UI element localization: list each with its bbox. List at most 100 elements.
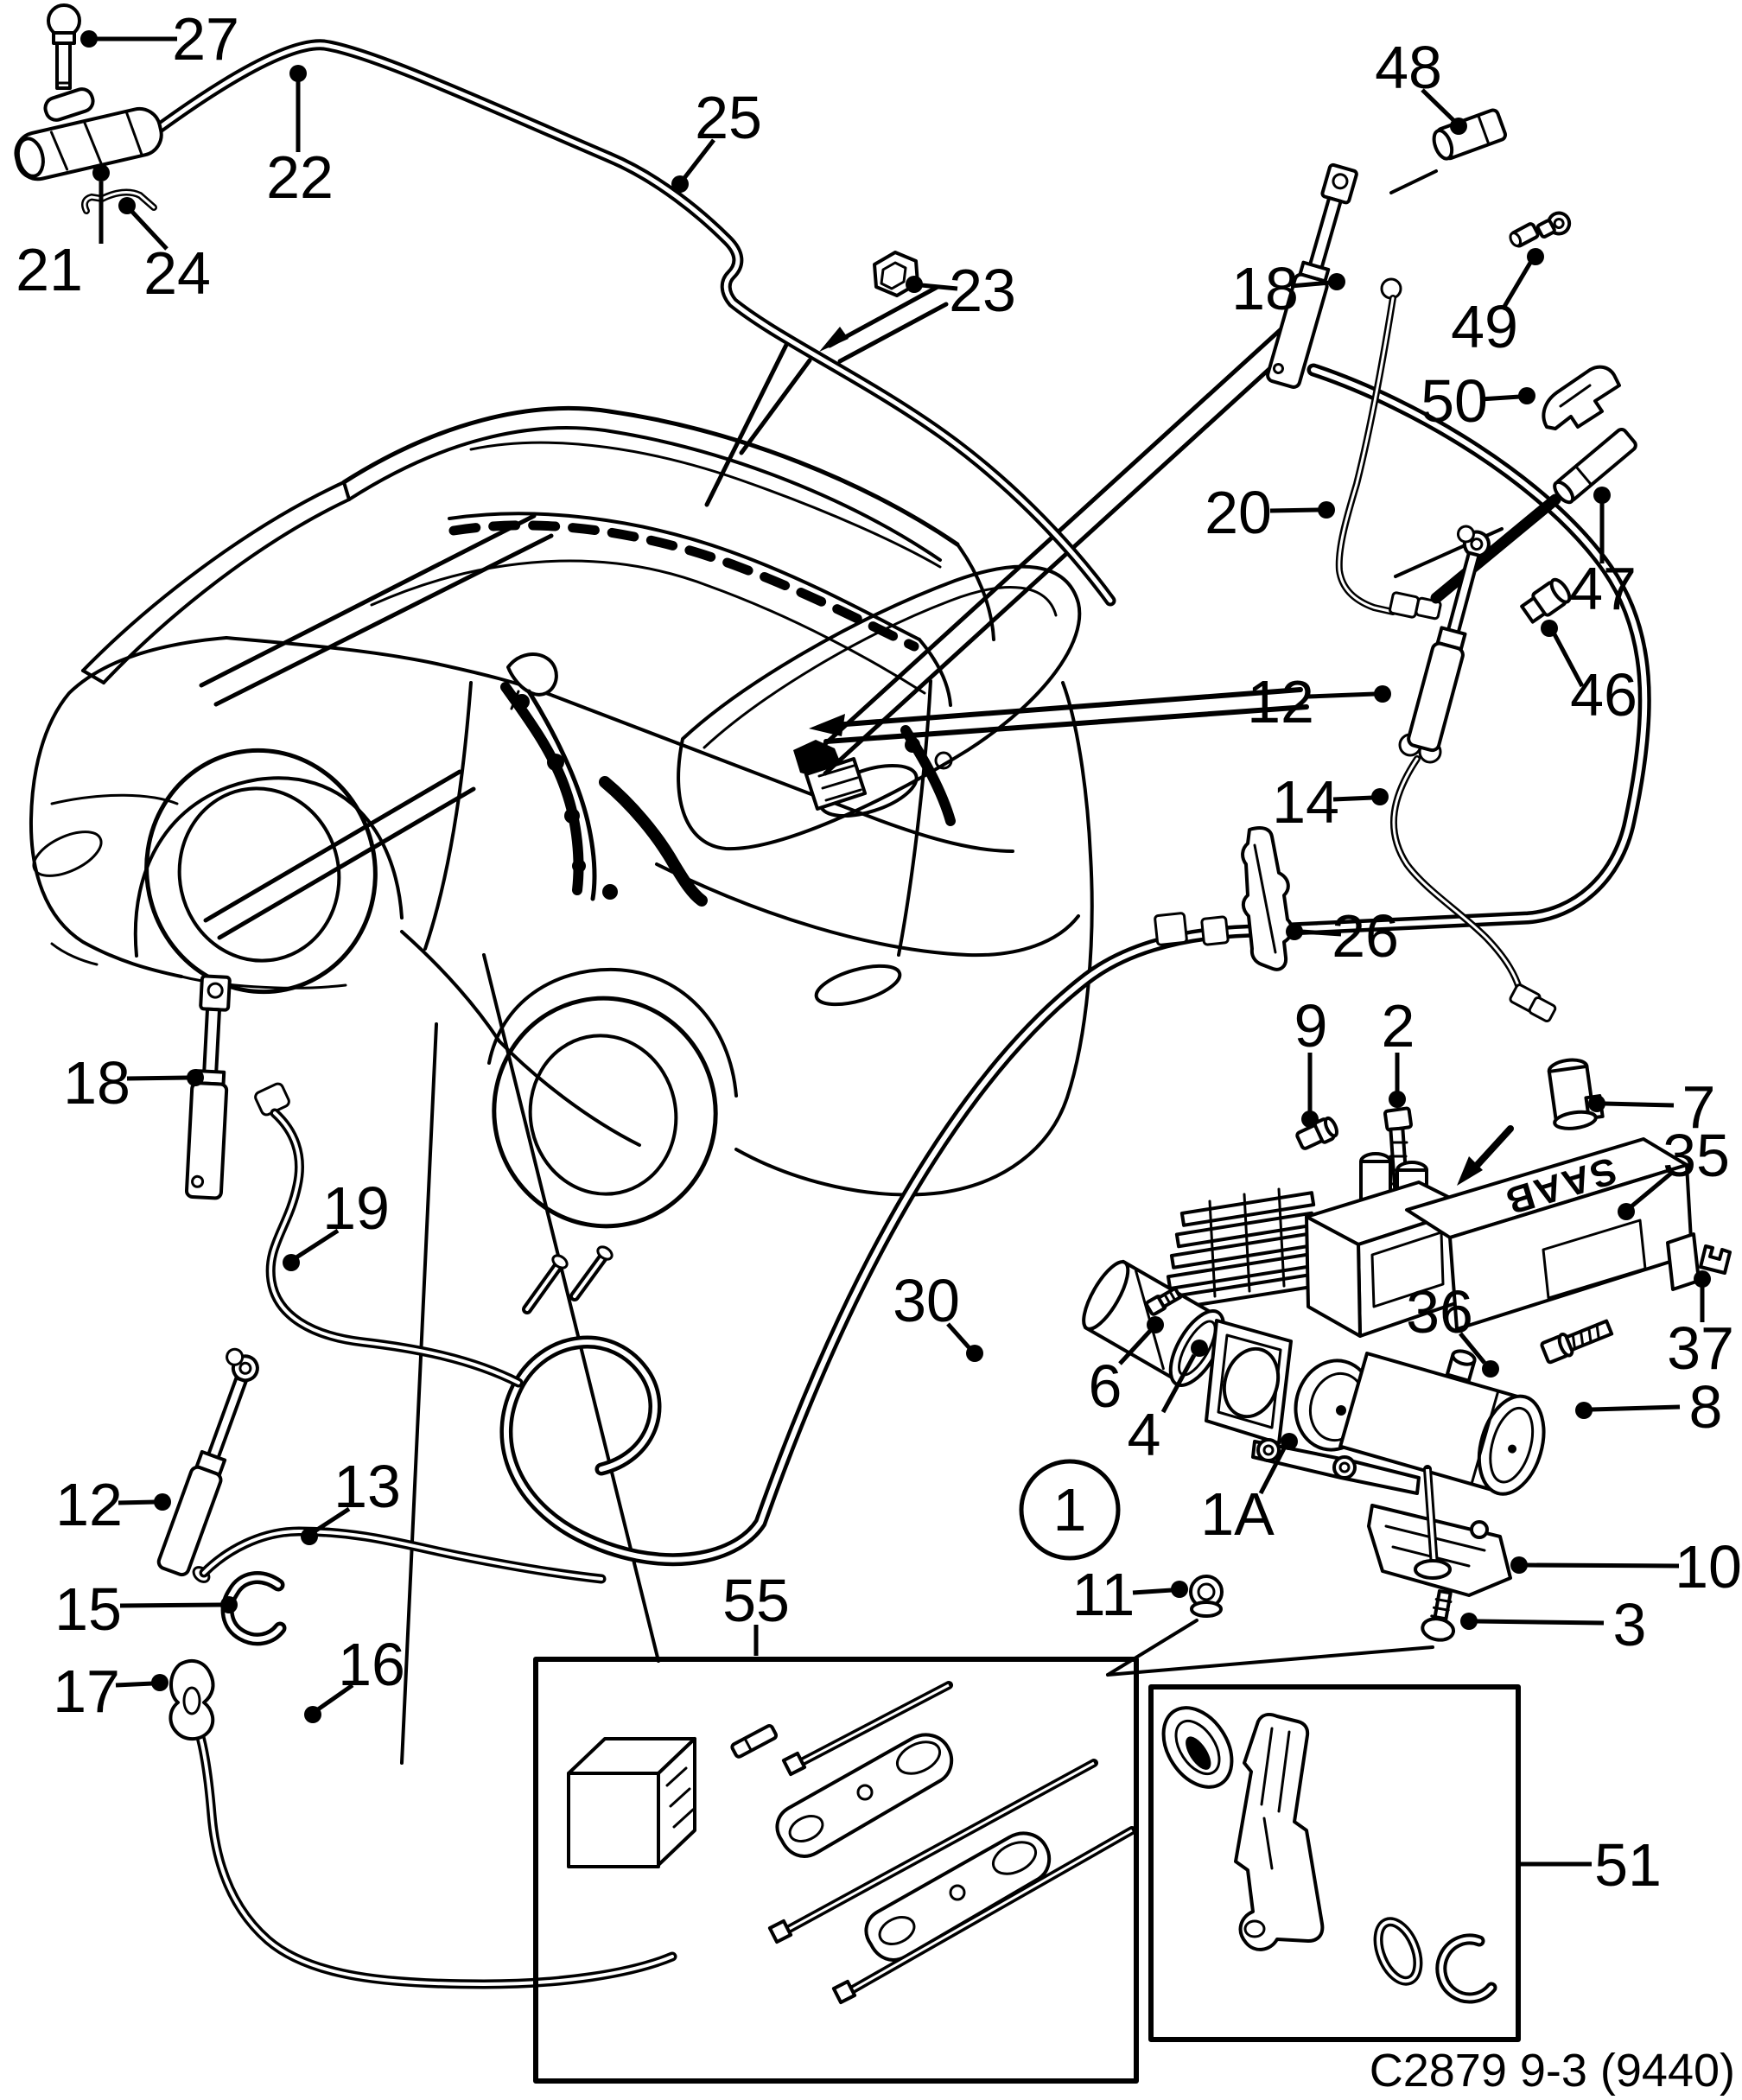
callout-dot-46 bbox=[1541, 620, 1558, 637]
callout-55-37: 55 bbox=[722, 1567, 790, 1634]
callout-dot-17 bbox=[151, 1674, 168, 1691]
callout-47-11: 47 bbox=[1569, 555, 1637, 622]
callout-dot-16 bbox=[304, 1706, 321, 1723]
part-12-right-cylinder bbox=[1407, 525, 1491, 753]
callout-leader-7 bbox=[1604, 1101, 1675, 1108]
callout-20-10: 20 bbox=[1205, 479, 1272, 546]
kit55-relay bbox=[567, 1737, 696, 1868]
drawing-code: C2879 9-3 (9440) bbox=[1370, 2045, 1735, 2097]
part-2-bolt bbox=[1383, 1106, 1414, 1197]
part-9-plug bbox=[1295, 1116, 1338, 1150]
callout-leader-50 bbox=[1479, 394, 1521, 402]
callout-22-3: 22 bbox=[266, 143, 334, 211]
kit-box-55 bbox=[533, 1657, 1139, 2084]
callout-dot-25 bbox=[671, 175, 689, 193]
callout-15-34: 15 bbox=[54, 1575, 122, 1643]
callout-17-36: 17 bbox=[53, 1658, 120, 1725]
callout-leader-35 bbox=[1630, 1170, 1675, 1208]
part-48-cap bbox=[1432, 108, 1508, 161]
callout-leader-1A bbox=[1258, 1447, 1287, 1495]
callout-dot-18 bbox=[187, 1069, 204, 1086]
callout-leader-24 bbox=[130, 209, 168, 251]
callout-leader-18 bbox=[126, 1075, 189, 1081]
kit-box-51 bbox=[1148, 1684, 1521, 2042]
callout-dot-4 bbox=[1191, 1340, 1208, 1357]
part-18-left-cylinder bbox=[184, 974, 232, 1200]
hose-pump-30 bbox=[499, 363, 1651, 1567]
part-8-motor bbox=[1338, 1349, 1546, 1496]
callout-4-23: 4 bbox=[1128, 1401, 1161, 1468]
part-12-left-cylinder bbox=[156, 1347, 259, 1577]
wire-sensor-20 bbox=[1335, 277, 1442, 620]
callout-7-18: 7 bbox=[1682, 1073, 1716, 1141]
callout-35-19: 35 bbox=[1663, 1122, 1730, 1189]
kit51-grommet bbox=[1161, 1706, 1234, 1789]
callout-27-0: 27 bbox=[172, 5, 239, 73]
callout-dot-47 bbox=[1593, 487, 1611, 504]
callout-leader-30 bbox=[946, 1322, 971, 1350]
callout-leader-36 bbox=[1459, 1332, 1486, 1365]
kit51-lock-fork bbox=[1234, 1713, 1325, 1951]
callout-leader-49 bbox=[1500, 261, 1533, 311]
callout-14-14: 14 bbox=[1272, 768, 1339, 836]
callout-leader-48 bbox=[1421, 88, 1456, 123]
kit51-oring bbox=[1373, 1917, 1423, 1986]
pointer-lines bbox=[199, 169, 1514, 1765]
callout-leader-23 bbox=[920, 283, 958, 291]
callout-dot-1A bbox=[1281, 1433, 1298, 1450]
callout-dot-7 bbox=[1588, 1095, 1605, 1112]
kit51-c-clip bbox=[1435, 1933, 1497, 2004]
callout-dot-10 bbox=[1510, 1556, 1528, 1574]
callout-3-28: 3 bbox=[1613, 1591, 1647, 1658]
callout-21-1: 21 bbox=[16, 236, 83, 303]
callout-leader-8 bbox=[1591, 1404, 1681, 1412]
callout-leader-4 bbox=[1160, 1353, 1197, 1414]
callout-18-6: 18 bbox=[1231, 255, 1299, 322]
hose-header-rail-25 bbox=[122, 39, 1116, 607]
callout-25-4: 25 bbox=[695, 84, 762, 151]
hose-16 bbox=[178, 1690, 677, 1989]
callout-36-20: 36 bbox=[1406, 1278, 1473, 1346]
part-49-valve bbox=[1509, 211, 1572, 248]
callout-dot-21 bbox=[92, 164, 110, 181]
part-37-clip bbox=[1699, 1244, 1732, 1275]
callout-leader-18 bbox=[1290, 280, 1331, 289]
part-47-rod bbox=[1430, 428, 1637, 604]
part-3-bolt bbox=[1421, 1589, 1456, 1642]
callout-dot-22 bbox=[289, 65, 307, 82]
callout-dot-12 bbox=[154, 1493, 171, 1511]
callout-12-13: 12 bbox=[1247, 668, 1314, 735]
callout-dot-48 bbox=[1450, 118, 1467, 135]
callout-dot-15 bbox=[220, 1596, 238, 1613]
callout-37-21: 37 bbox=[1667, 1314, 1734, 1382]
kit55-plate-a bbox=[775, 1733, 954, 1858]
callout-dot-11 bbox=[1171, 1581, 1188, 1598]
callout-dot-27 bbox=[80, 30, 98, 48]
callout-dot-9 bbox=[1301, 1110, 1319, 1128]
part-18-right-cylinder bbox=[1266, 162, 1358, 389]
callout-49-8: 49 bbox=[1451, 293, 1518, 360]
callout-dot-19 bbox=[283, 1254, 300, 1271]
callout-leader-11 bbox=[1132, 1588, 1173, 1595]
callout-10-26: 10 bbox=[1675, 1533, 1742, 1600]
part-11-nut bbox=[1189, 1575, 1224, 1618]
kit55-pin bbox=[730, 1723, 779, 1759]
callout-dot-37 bbox=[1694, 1270, 1711, 1288]
callout-leader-15 bbox=[119, 1602, 223, 1608]
callout-dot-12 bbox=[1374, 685, 1391, 703]
part-46-fitting bbox=[1520, 577, 1572, 624]
callout-dot-50 bbox=[1518, 387, 1535, 404]
part-26-bracket bbox=[1241, 826, 1294, 971]
callout-leader-12 bbox=[1307, 691, 1376, 699]
part-50-clip bbox=[1542, 365, 1621, 430]
callout-26-15: 26 bbox=[1332, 902, 1399, 970]
callout-dot-3 bbox=[1460, 1613, 1478, 1630]
part-15-clip bbox=[220, 1571, 287, 1646]
callout-23-5: 23 bbox=[949, 257, 1016, 324]
callout-leader-25 bbox=[683, 138, 715, 180]
callout-dot-6 bbox=[1147, 1316, 1164, 1333]
callout-6-22: 6 bbox=[1089, 1352, 1122, 1420]
callout-leader-12 bbox=[118, 1499, 156, 1505]
